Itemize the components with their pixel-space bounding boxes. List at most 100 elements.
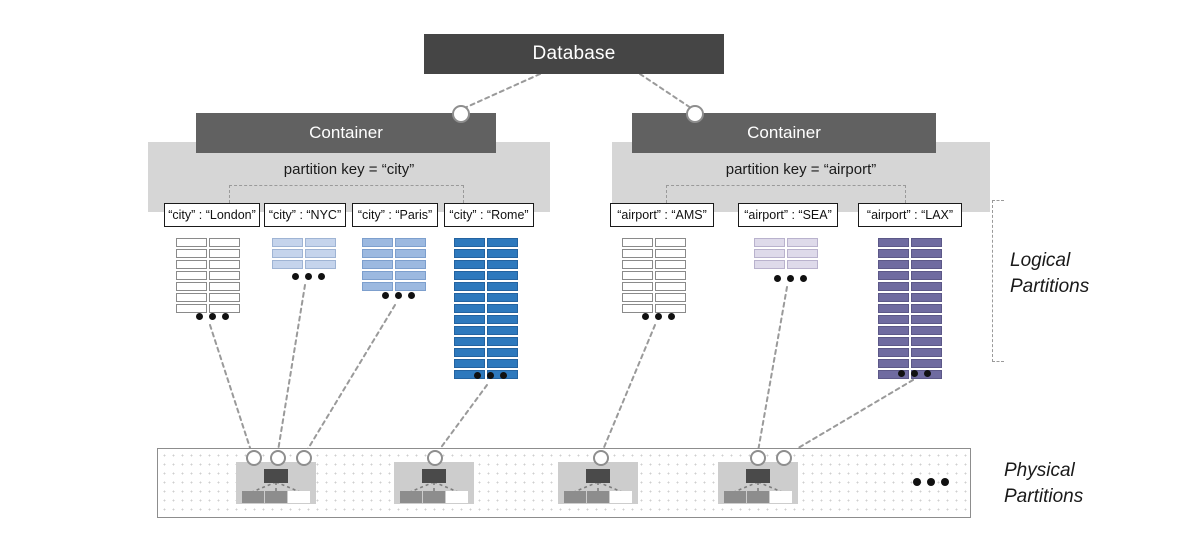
record-cell [911,260,942,269]
record-cell [622,282,653,291]
container-label-airport: Container [747,123,821,142]
record-cell [878,315,909,324]
record-cell [272,249,303,258]
physical-partition-tree-icon [724,469,792,503]
record-cell [454,337,485,346]
record-stack-rome [454,238,518,379]
record-row [362,260,426,269]
record-row [454,260,518,269]
record-row [454,271,518,280]
container-box-airport[interactable]: Container [632,113,936,153]
record-cell [362,271,393,280]
record-cell [305,260,336,269]
record-cell [487,337,518,346]
record-row [754,238,818,247]
record-cell [454,249,485,258]
record-cell [754,249,785,258]
record-row [454,359,518,368]
record-cell [395,260,426,269]
record-cell [487,348,518,357]
record-row [878,359,942,368]
record-cell [911,315,942,324]
record-cell [878,260,909,269]
record-row [878,282,942,291]
record-cell [487,315,518,324]
record-cell [305,249,336,258]
logical-partition-key-london[interactable]: “city” : “London” [164,203,260,227]
record-cell [655,271,686,280]
record-cell [655,282,686,291]
record-row [272,260,336,269]
record-cell [487,249,518,258]
physical-partition-node[interactable] [394,462,474,504]
record-cell [209,293,240,302]
record-row [454,348,518,357]
logical-partition-key-lax[interactable]: “airport” : “LAX” [858,203,962,227]
physical-partition-node[interactable] [558,462,638,504]
record-cell [209,282,240,291]
container-box-city[interactable]: Container [196,113,496,153]
connector-circle-pp1-b [270,450,286,466]
logical-partition-key-paris[interactable]: “city” : “Paris” [352,203,438,227]
record-row [454,304,518,313]
record-cell [655,238,686,247]
logical-partition-key-nyc[interactable]: “city” : “NYC” [264,203,346,227]
record-cell [787,260,818,269]
record-row [878,271,942,280]
record-cell [305,238,336,247]
record-row [176,260,240,269]
record-cell [878,249,909,258]
record-row [878,260,942,269]
record-cell [911,348,942,357]
record-cell [622,260,653,269]
physical-partition-tree-icon [564,469,632,503]
record-cell [878,326,909,335]
record-cell [655,304,686,313]
record-cell [487,282,518,291]
record-cell [362,260,393,269]
record-cell [754,260,785,269]
logical-partitions-label: Logical Partitions [1010,250,1090,297]
database-box[interactable]: Database [424,34,724,74]
ellipsis-rome [474,372,507,379]
record-row [754,249,818,258]
record-row [454,282,518,291]
connector-circle-db-right [686,105,704,123]
ellipsis-sea [774,275,807,282]
record-row [176,304,240,313]
record-cell [878,293,909,302]
record-row [176,249,240,258]
physical-partition-node[interactable] [718,462,798,504]
record-cell [454,359,485,368]
record-cell [362,249,393,258]
record-cell [622,238,653,247]
record-row [622,271,686,280]
record-cell [487,260,518,269]
record-row [272,238,336,247]
record-row [878,238,942,247]
record-cell [176,238,207,247]
logical-partition-key-sea[interactable]: “airport” : “SEA” [738,203,838,227]
ellipsis-nyc [292,273,325,280]
record-row [176,238,240,247]
record-cell [176,260,207,269]
ellipsis-ams [642,313,675,320]
record-row [878,249,942,258]
logical-partition-key-rome[interactable]: “city” : “Rome” [444,203,534,227]
record-cell [622,304,653,313]
logical-partition-key-ams[interactable]: “airport” : “AMS” [610,203,714,227]
record-row [878,304,942,313]
record-cell [878,348,909,357]
record-cell [209,249,240,258]
physical-partition-node[interactable] [236,462,316,504]
record-cell [754,238,785,247]
record-cell [454,315,485,324]
partition-key-bracket-airport [666,185,906,203]
record-cell [395,238,426,247]
record-cell [655,293,686,302]
record-row [622,249,686,258]
container-backdrop-airport [612,142,990,212]
connector-circle-db-left [452,105,470,123]
record-cell [911,282,942,291]
